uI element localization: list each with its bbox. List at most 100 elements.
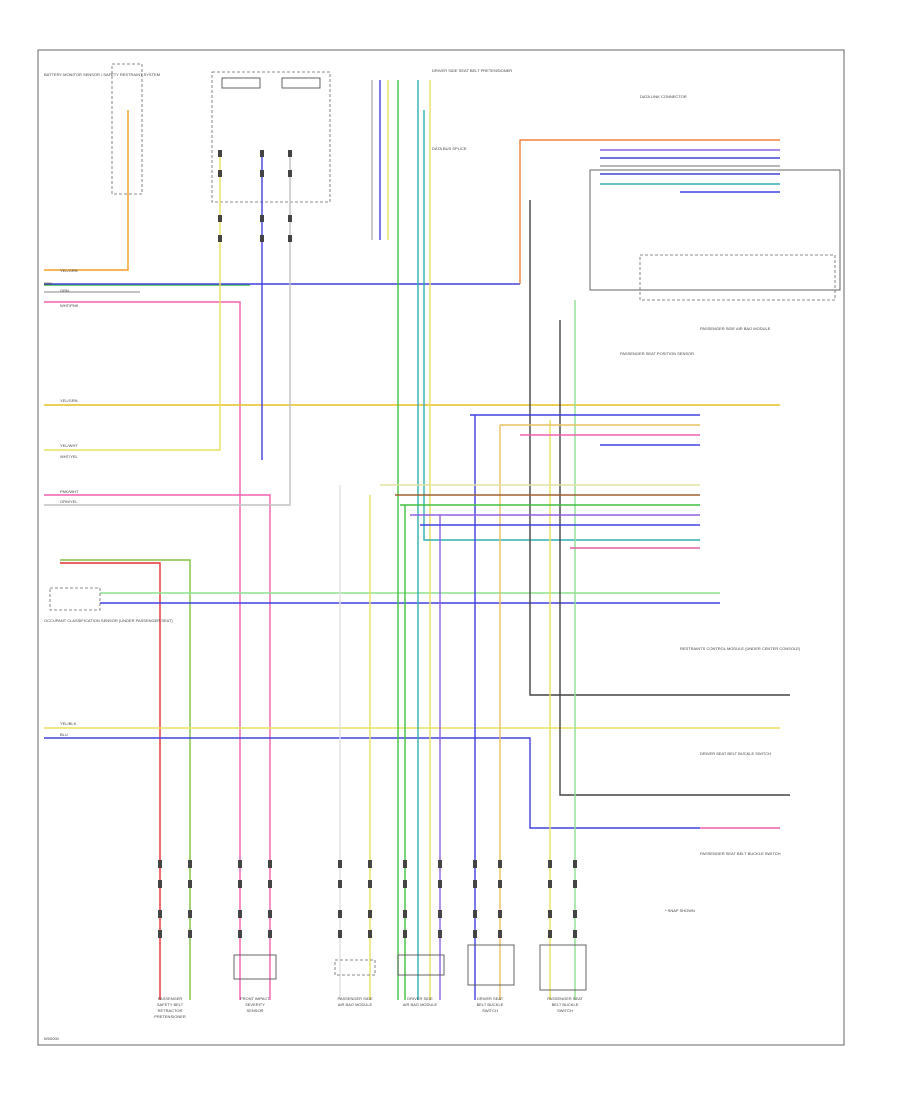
connector-tick bbox=[260, 215, 264, 222]
left-row4-label: YEL/GRN bbox=[60, 398, 78, 403]
connector-tick bbox=[473, 860, 477, 868]
wire-orange-left bbox=[44, 110, 129, 271]
connector-tick bbox=[403, 880, 407, 888]
bottom-comp-box-pass-buckle bbox=[539, 944, 587, 991]
connector-tick bbox=[548, 910, 552, 918]
connector-tick bbox=[158, 880, 162, 888]
left-row2-label: GRN bbox=[60, 288, 69, 293]
connector-tick bbox=[473, 930, 477, 938]
bottom-comp-box-front-sensor bbox=[233, 954, 277, 980]
wire-red-left bbox=[60, 562, 161, 1000]
top-left-module: BATTERY MONITOR SENSOR / SAFETY RESTRAIN… bbox=[44, 63, 331, 203]
connector-tick bbox=[268, 930, 272, 938]
connector-tick bbox=[338, 910, 342, 918]
wire-blue-lower bbox=[44, 737, 700, 829]
connector-tick bbox=[438, 860, 442, 868]
connector-ticks bbox=[158, 150, 577, 938]
occupant-sensor-label: OCCUPANT CLASSIFICATION SENSOR (UNDER PA… bbox=[44, 618, 173, 623]
diagram-frame bbox=[37, 49, 845, 1046]
connector-tick bbox=[368, 860, 372, 868]
connector-tick bbox=[498, 930, 502, 938]
bottom-components bbox=[233, 944, 587, 991]
connector-tick bbox=[268, 910, 272, 918]
wire-black-right1 bbox=[529, 200, 790, 696]
connector-tick bbox=[218, 170, 222, 177]
connector-tick bbox=[260, 235, 264, 242]
connector-tick bbox=[158, 860, 162, 868]
connector-tick bbox=[338, 860, 342, 868]
connector-tick bbox=[438, 880, 442, 888]
connector-tick bbox=[438, 930, 442, 938]
connector-tick bbox=[268, 860, 272, 868]
connector-tick bbox=[548, 880, 552, 888]
connector-tick bbox=[368, 880, 372, 888]
connector-tick bbox=[338, 930, 342, 938]
connector-tick bbox=[548, 930, 552, 938]
wire-pink-left bbox=[44, 301, 241, 1000]
top-center-module-label: DRIVER SIDE SEAT BELT PRETENSIONER bbox=[432, 68, 512, 73]
connector-tick bbox=[338, 880, 342, 888]
connector-tick bbox=[403, 910, 407, 918]
left-row3-label: WHT/PNK bbox=[60, 303, 79, 308]
connector-tick bbox=[573, 880, 577, 888]
connector-tick bbox=[288, 235, 292, 242]
connector-tick bbox=[268, 880, 272, 888]
connector-tick bbox=[403, 930, 407, 938]
wire-grnyel bbox=[60, 559, 191, 1000]
connector-tick bbox=[573, 930, 577, 938]
left-row1-label: BRN bbox=[44, 281, 53, 286]
connector-tick bbox=[188, 860, 192, 868]
connector-tick bbox=[498, 880, 502, 888]
connector-tick bbox=[498, 910, 502, 918]
wire-group bbox=[44, 80, 790, 1000]
connector-tick bbox=[238, 930, 242, 938]
left-lower1-label: YEL/BLK bbox=[60, 721, 77, 726]
wire-orange-top bbox=[519, 139, 780, 284]
left-block-upper-label: YEL/GRN bbox=[60, 268, 78, 273]
connector-tick bbox=[498, 860, 502, 868]
connector-tick bbox=[238, 910, 242, 918]
connector-tick bbox=[158, 910, 162, 918]
connector-tick bbox=[288, 215, 292, 222]
connector-tick bbox=[188, 880, 192, 888]
top-right-label: DATA LINK CONNECTOR bbox=[640, 94, 687, 99]
left-row6-label: WHT/YEL bbox=[60, 454, 79, 459]
note-label: * SNAP SHOWN bbox=[665, 908, 695, 913]
connector-tick bbox=[548, 860, 552, 868]
connector-tick bbox=[368, 910, 372, 918]
wire-cyan-bus bbox=[423, 110, 700, 541]
wire-pinkwht bbox=[44, 494, 271, 1000]
splice-label: DATA BUS SPLICE bbox=[432, 146, 467, 151]
bottom-right1-label: DRIVER SEAT BELT BUCKLE SWITCH bbox=[700, 751, 771, 756]
connector-tick bbox=[368, 930, 372, 938]
connector-tick bbox=[260, 150, 264, 157]
connector-tick bbox=[288, 170, 292, 177]
connector-tick bbox=[158, 930, 162, 938]
connector-tick bbox=[403, 860, 407, 868]
connector-tick bbox=[573, 910, 577, 918]
connector-tick bbox=[188, 910, 192, 918]
connector-tick bbox=[238, 880, 242, 888]
left-row5-label: YEL/WHT bbox=[60, 443, 78, 448]
wire-gray-vert bbox=[44, 150, 291, 506]
bottom-comp-box-pass-airbag bbox=[334, 959, 376, 976]
connector-tick bbox=[438, 910, 442, 918]
connector-tick bbox=[188, 930, 192, 938]
connector-tick bbox=[473, 880, 477, 888]
wire-yelwht bbox=[44, 150, 221, 451]
right-upper-module-box bbox=[589, 169, 841, 291]
connector-tick bbox=[573, 860, 577, 868]
connector-tick bbox=[473, 910, 477, 918]
connector-tick bbox=[260, 170, 264, 177]
left-lower2-label: BLU bbox=[60, 732, 68, 737]
bottom-right2-label: PASSENGER SEAT BELT BUCKLE SWITCH bbox=[700, 851, 781, 856]
connector-tick bbox=[218, 215, 222, 222]
top-left-module-label: BATTERY MONITOR SENSOR / SAFETY RESTRAIN… bbox=[44, 72, 160, 77]
